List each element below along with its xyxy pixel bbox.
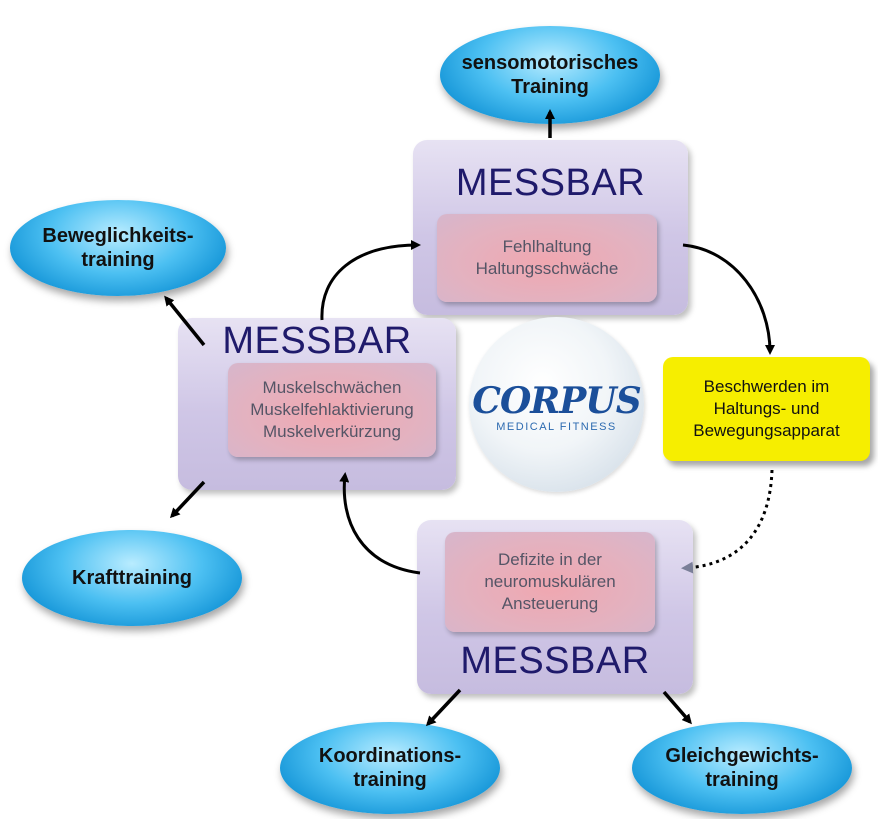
arrow-top-to-box [682,243,775,355]
panel-content-bottom: Defizite in der neuromuskulären Ansteuer… [445,532,655,632]
panel-content-top: Fehlhaltung Haltungsschwäche [437,214,657,302]
messbar-panel-bottom: Defizite in der neuromuskulären Ansteuer… [417,520,693,694]
complaint-text: Beschwerden im Haltungs- und Bewegungsap… [693,377,840,440]
messbar-heading-bottom: MESSBAR [460,640,650,682]
logo-wordmark: CORPUS [472,380,641,422]
messbar-panel-top: MESSBAR Fehlhaltung Haltungsschwäche [413,140,688,315]
training-label-kraft: Krafttraining [72,567,192,589]
training-label-koordination: Koordinations- training [318,745,462,791]
panel-content-left: Muskelschwächen Muskelfehlaktivierung Mu… [228,363,436,457]
logo-subtitle: MEDICAL FITNESS [496,421,617,433]
training-ellipse-kraft: Krafttraining [22,530,242,626]
training-ellipse-beweglichkeit: Beweglichkeits- training [10,200,226,296]
arrow-to-koordination [425,688,462,727]
messbar-heading-top: MESSBAR [455,162,646,204]
panel-text-top: Fehlhaltung Haltungsschwäche [475,237,619,278]
arrow-left-to-top [320,240,421,321]
messbar-heading-left: MESSBAR [222,320,412,362]
corpus-logo: CORPUS MEDICAL FITNESS [469,317,644,492]
training-ellipse-sensomotorisch: sensomotorisches Training [440,26,660,124]
training-label-beweglichkeit: Beweglichkeits- training [42,225,194,271]
arrow-to-gleichgewicht [662,690,692,725]
arrow-to-beweglichkeit [164,295,206,347]
training-label-sensomotorisch: sensomotorisches Training [461,52,639,98]
training-label-gleichgewicht: Gleichgewichts- training [665,745,819,791]
training-ellipse-koordination: Koordinations- training [280,722,500,814]
complaint-box: Beschwerden im Haltungs- und Bewegungsap… [663,357,870,461]
messbar-panel-left: MESSBAR Muskelschwächen Muskelfehlaktivi… [178,318,456,490]
panel-text-left: Muskelschwächen Muskelfehlaktivierung Mu… [250,378,414,441]
arrow-box-to-bottom [681,469,774,574]
panel-text-bottom: Defizite in der neuromuskulären Ansteuer… [484,550,616,613]
training-ellipse-gleichgewicht: Gleichgewichts- training [632,722,852,814]
arrow-to-kraft [169,480,206,519]
arrow-bottom-to-left [339,472,421,575]
